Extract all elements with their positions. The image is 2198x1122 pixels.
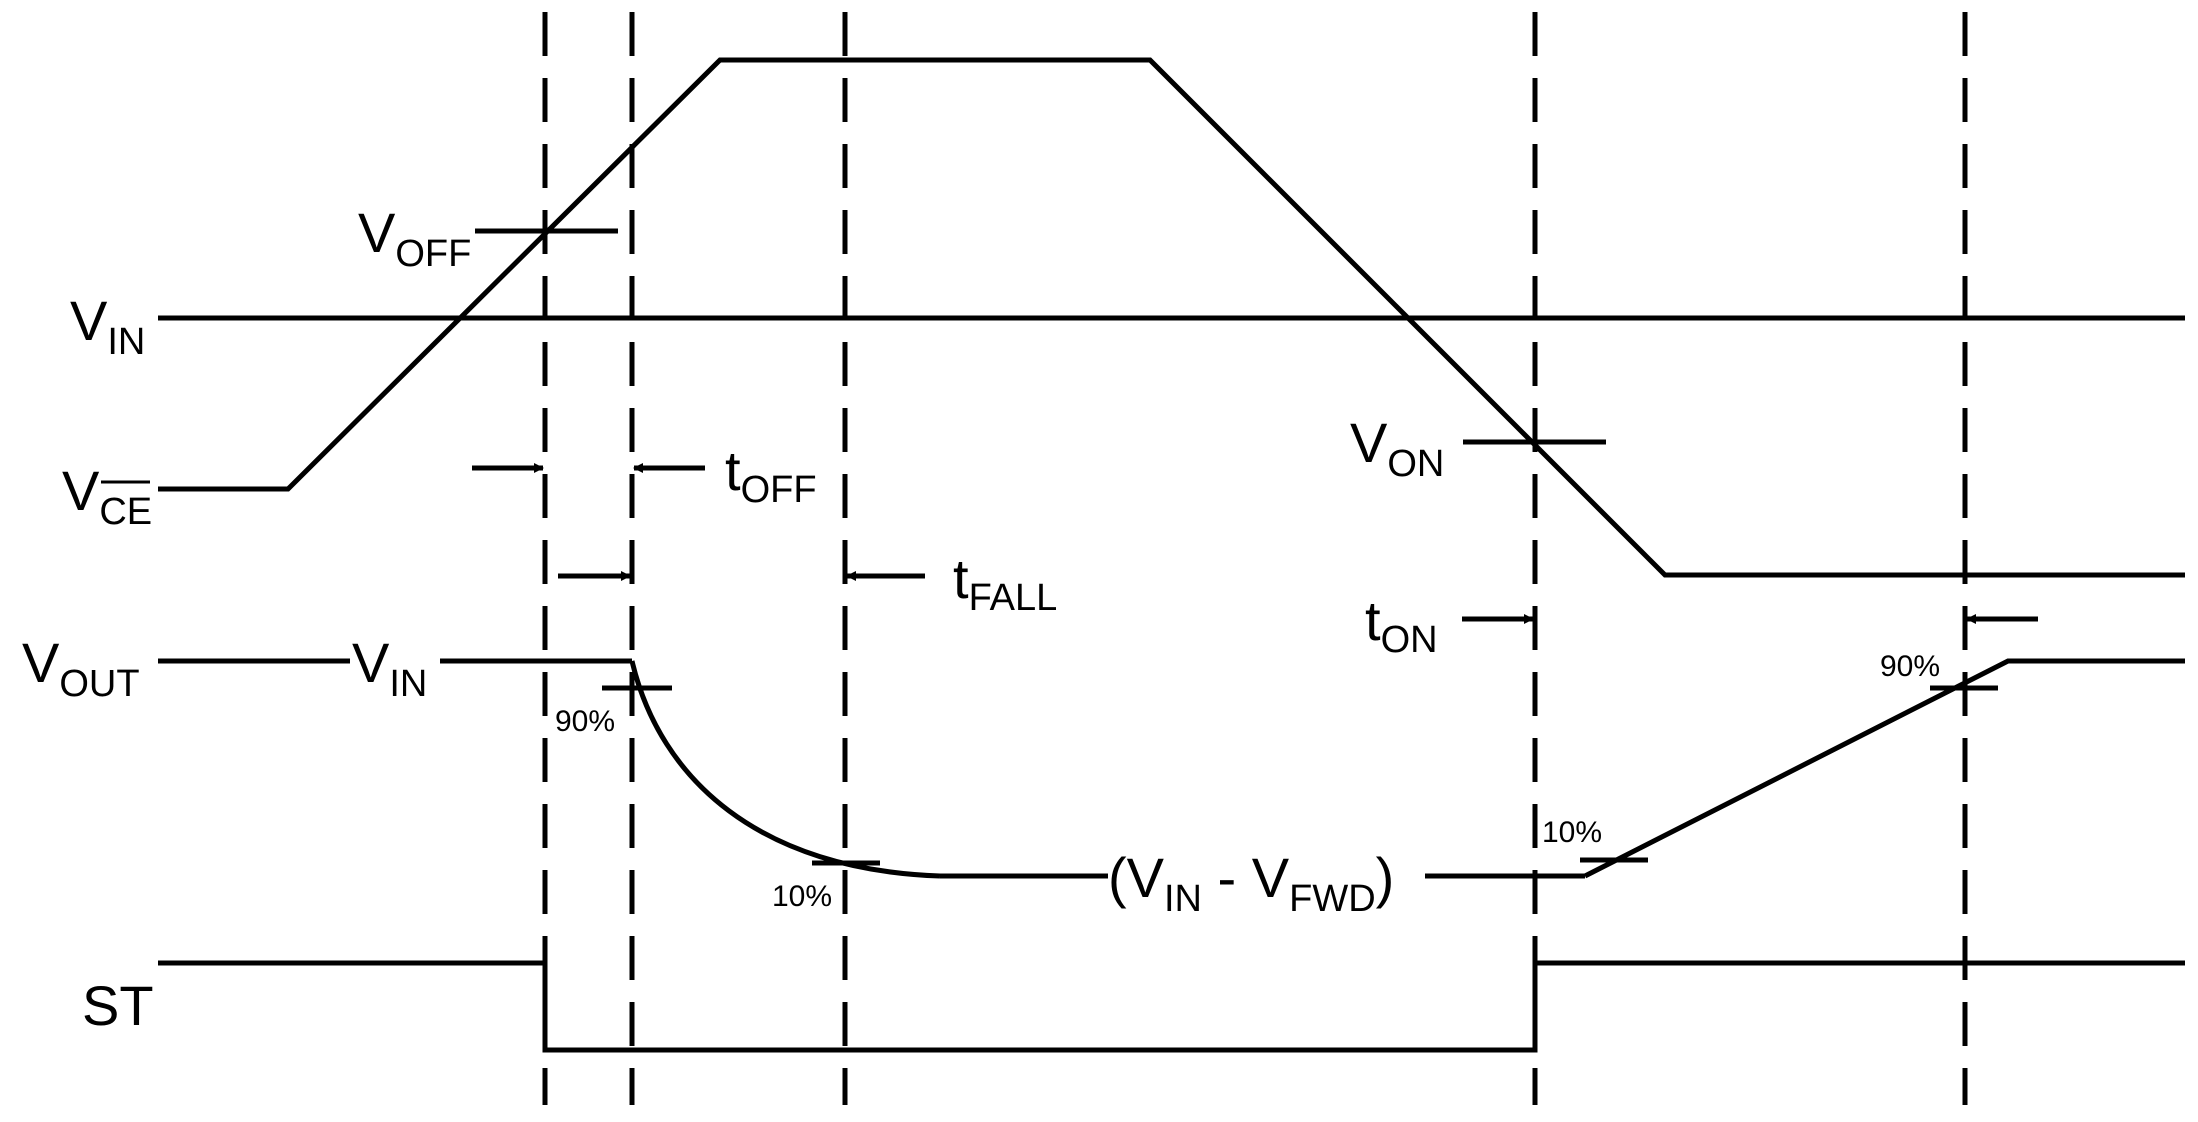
vce-waveform <box>158 57 2185 578</box>
pct-90-left-label: 90% <box>555 705 615 738</box>
vout-row-label: VOUT <box>22 631 140 705</box>
st-row-label: ST <box>82 974 154 1037</box>
tfall-label: tFALL <box>953 547 1057 619</box>
vin-row-label: VIN <box>70 289 145 363</box>
von-label: VON <box>1350 411 1444 485</box>
pct-10-right-label: 10% <box>1542 816 1602 849</box>
vout-rise-ramp <box>1583 658 2185 879</box>
pct-10-left-label: 10% <box>772 880 832 913</box>
vout-fall-curve <box>629 660 941 879</box>
vout-level-label: VIN <box>352 631 427 705</box>
vce-row-label: VCE <box>62 459 152 533</box>
voff-label: VOFF <box>358 201 471 275</box>
st-waveform <box>158 960 2185 1053</box>
vfwd-level-label: (VIN - VFWD) <box>1108 846 1394 920</box>
pct-90-right-label: 90% <box>1880 650 1940 683</box>
ton-label: tON <box>1365 589 1438 661</box>
toff-label: tOFF <box>725 439 817 511</box>
